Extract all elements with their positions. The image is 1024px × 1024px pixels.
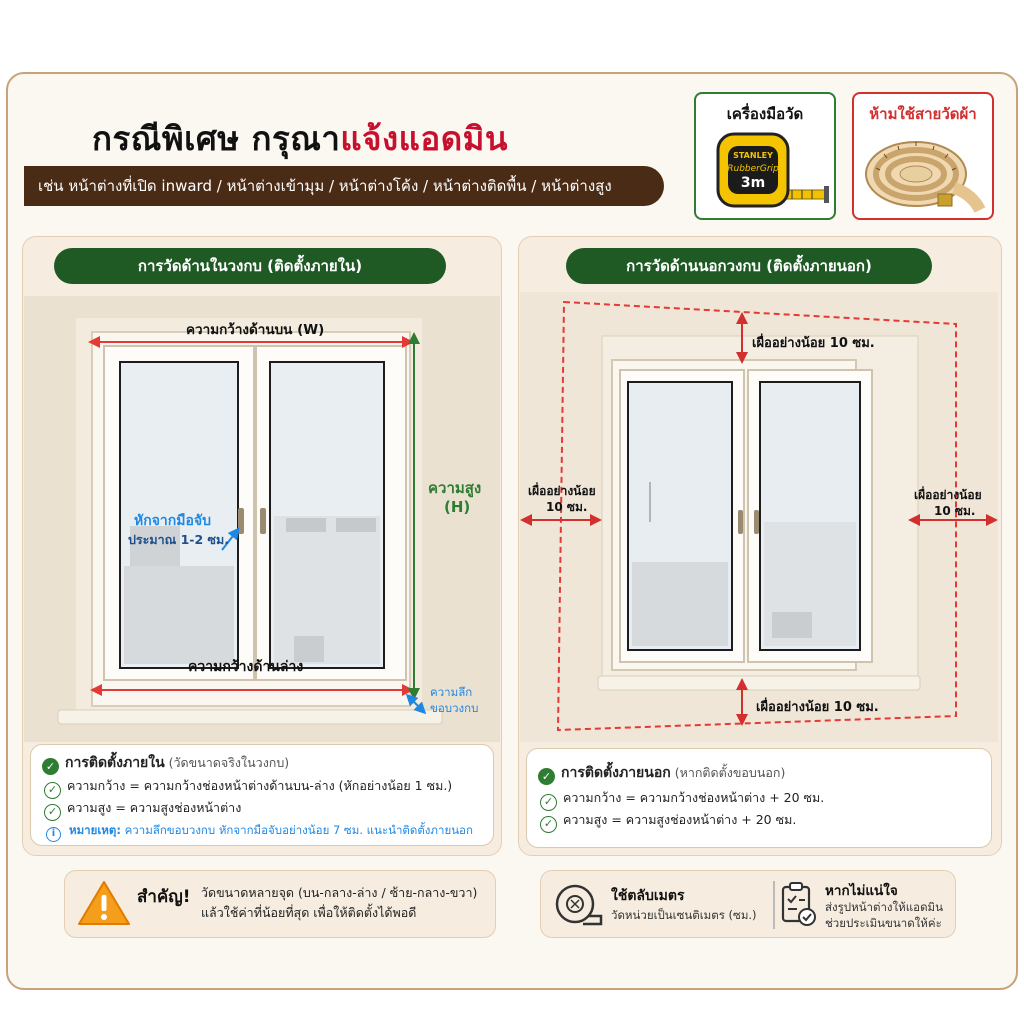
tape-brand: STANLEY [733,151,773,160]
outside-info-row2: ✓ความสูง = ความสูงช่องหน้าต่าง + 20 ซม. [540,810,796,833]
label-left-allowance-2: 10 ซม. [546,500,588,514]
label-depth-1: ความลึก [430,685,473,699]
label-bottom-allowance: เผื่ออย่างน้อย 10 ซม. [756,700,879,715]
cloth-tape-icon [865,141,986,213]
outside-info-box [526,748,992,848]
outside-info-row1: ✓ความกว้าง = ความกว้างช่องหน้าต่าง + 20 … [540,788,824,811]
title-part1: กรณีพิเศษ กรุณา [92,119,341,158]
check-outline-icon: ✓ [540,794,557,811]
warning-line-1: วัดขนาดหลายจุด (บน-กลาง-ล่าง / ซ้าย-กลาง… [201,885,478,900]
check-outline-icon: ✓ [44,782,61,799]
warning-title: สำคัญ! [137,887,191,907]
unsure-line-2: ช่วยประเมินขนาดให้ค่ะ [825,916,942,930]
pill-outside-mount: การวัดด้านนอกวงกบ (ติดตั้งภายนอก) [566,248,932,284]
outside-measure-overlay [520,300,998,732]
clipboard-check-icon [781,882,816,926]
unsure-line-1: ส่งรูปหน้าต่างให้แอดมิน [825,900,943,914]
tool-cloth-tape-card: ห้ามใช้สายวัดผ้า [852,92,994,220]
label-height-2: (H) [444,498,471,516]
label-left-allowance-1: เผื่ออย่างน้อย [528,484,596,498]
label-handle-1: หักจากมือจับ [134,513,211,529]
tape-measure-icon: STANLEY RubberGrip 3m [716,132,829,208]
outside-window-illustration [597,335,921,691]
unsure-title: หากไม่แน่ใจ [825,883,898,899]
check-outline-icon: ✓ [44,804,61,821]
tape-measure-outline-icon [555,884,603,926]
scene-inside [24,296,500,742]
label-bottom-width: ความกว้างด้านล่าง [188,659,304,675]
tape-tip-sub: วัดหน่วยเป็นเซนติเมตร (ซม.) [611,908,757,922]
inside-info-box [30,744,494,846]
outer-dashed-boundary [556,300,957,732]
pill-inside-mount: การวัดด้านในวงกบ (ติดตั้งภายใน) [54,248,446,284]
warning-icon [78,881,130,925]
outside-info-head: ✓การติดตั้งภายนอก (หากติดตั้งขอบนอก) [538,762,785,785]
warning-card: สำคัญ! วัดขนาดหลายจุด (บน-กลาง-ล่าง / ซ้… [64,870,496,938]
label-depth-2: ขอบวงกบ [430,701,479,715]
tool-tape-measure-card: เครื่องมือวัด STANLEY RubberGrip 3m [694,92,836,220]
label-handle-2: ประมาณ 1-2 ซม. [128,532,229,547]
inside-info-head: ✓การติดตั้งภายใน (วัดขนาดจริงในวงกบ) [42,752,289,775]
label-right-allowance-2: 10 ซม. [934,504,976,518]
inside-info-row1: ✓ความกว้าง = ความกว้างช่องหน้าต่างด้านบน… [44,776,452,799]
info-icon: i [46,827,61,842]
tool-bad-label: ห้ามใช้สายวัดผ้า [869,105,977,123]
warning-line-2: แล้วใช้ค่าที่น้อยที่สุด เพื่อให้ติดตั้งไ… [201,905,417,920]
label-top-allowance: เผื่ออย่างน้อย 10 ซม. [752,336,875,351]
handle-arrow [221,527,240,551]
label-height-1: ความสูง [428,479,482,497]
tips-card: ใช้ตลับเมตร วัดหน่วยเป็นเซนติเมตร (ซม.) … [540,870,956,938]
inside-info-row2: ✓ความสูง = ความสูงช่องหน้าต่าง [44,798,241,821]
tips-divider [773,881,775,929]
check-filled-icon: ✓ [538,768,555,785]
label-right-allowance-1: เผื่ออย่างน้อย [914,488,982,502]
inside-window-illustration [57,318,443,725]
label-top-width: ความกว้างด้านบน (W) [186,322,325,338]
title-part2: แจ้งแอดมิน [340,119,508,158]
scene-outside [520,292,998,742]
depth-arrow [405,693,427,715]
check-filled-icon: ✓ [42,758,59,775]
page-title: กรณีพิเศษ กรุณาแจ้งแอดมิน [92,112,508,165]
check-outline-icon: ✓ [540,816,557,833]
tape-model: RubberGrip [727,164,779,174]
examples-banner: เช่น หน้าต่างที่เปิด inward / หน้าต่างเข… [24,166,664,206]
tape-tip-title: ใช้ตลับเมตร [611,888,685,904]
inside-measure-overlay [88,332,427,715]
tape-size: 3m [741,175,765,191]
tool-good-label: เครื่องมือวัด [726,105,804,123]
